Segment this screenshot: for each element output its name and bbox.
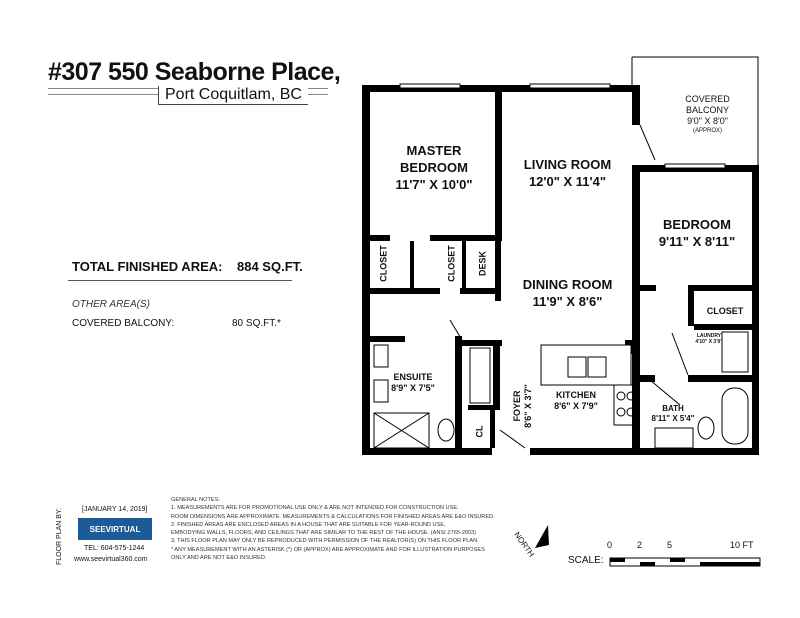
phone-number: TEL: 604-575-1244 — [84, 545, 145, 552]
other-area-label: COVERED BALCONY: — [72, 318, 175, 329]
scale-label: SCALE: — [568, 555, 604, 566]
room-name: MASTER — [406, 143, 462, 158]
scale-bar — [609, 557, 761, 567]
fixtures — [373, 56, 759, 449]
closet-label: CLOSET — [378, 245, 389, 282]
room-dims: 4'10" X 3'9" — [695, 339, 723, 345]
room-name: KITCHEN — [556, 390, 596, 400]
room-name: BEDROOM — [663, 217, 731, 232]
desk-label: DESK — [477, 251, 488, 277]
room-dims: 9'11" X 8'11" — [658, 234, 736, 249]
note-line: ROOM DIMENSIONS ARE APPROXIMATE. MEASURE… — [171, 513, 495, 520]
seevirtual-logo: SEEVIRTUAL — [78, 518, 152, 540]
room-name: LIVING ROOM — [523, 157, 612, 172]
closet-label: CLOSET — [446, 245, 457, 282]
note-line: 2. FINISHED AREAS ARE ENCLOSED AREAS IN … — [171, 521, 446, 528]
note-line: GENERAL NOTES: — [171, 497, 220, 503]
note-line: 1. MEASUREMENTS ARE FOR PROMOTIONAL USE … — [171, 505, 459, 512]
room-note: (APPROX) — [692, 128, 722, 134]
room-laundry: LAUNDRY 4'10" X 3'9" — [694, 333, 724, 345]
room-name: BATH — [662, 404, 684, 413]
website: www.seevirtual360.com — [74, 556, 148, 563]
room-dining: DINING ROOM 11'9" X 8'6" — [505, 276, 630, 310]
room-name: FOYER — [512, 390, 522, 422]
other-area-value: 80 SQ.FT.* — [232, 318, 281, 329]
room-name: BALCONY — [685, 105, 729, 115]
room-name: ENSUITE — [393, 372, 433, 382]
room-dims: 11'7" X 10'0" — [395, 177, 473, 192]
room-dims: 8'6" X 7'9" — [554, 401, 598, 411]
scale-tick: 5 — [667, 540, 673, 550]
room-name: DINING ROOM — [522, 277, 613, 292]
note-line: 3. THIS FLOOR PLAN MAY ONLY BE REPRODUCE… — [171, 538, 479, 545]
closet-label: CLOSET — [706, 306, 744, 316]
plan-date: [JANUARY 14, 2019] — [82, 506, 148, 513]
room-dims: 8'6" X 3'7" — [523, 384, 533, 428]
divider — [68, 280, 292, 281]
total-area-value: 884 SQ.FT. — [237, 259, 303, 274]
room-kitchen: KITCHEN 8'6" X 7'9" — [540, 390, 612, 412]
room-foyer: FOYER 8'6" X 3'7" — [512, 371, 534, 441]
room-ensuite: ENSUITE 8'9" X 7'5" — [372, 372, 454, 394]
scale-tick: 2 — [637, 540, 643, 550]
room-name: LAUNDRY — [696, 333, 722, 339]
room-dims: 11'9" X 8'6" — [532, 294, 603, 309]
room-name: BEDROOM — [400, 160, 468, 175]
room-master-bedroom: MASTER BEDROOM 11'7" X 10'0" — [380, 142, 488, 193]
floor-plan-by-label: FLOOR PLAN BY: — [56, 507, 63, 565]
room-dims: 8'9" X 7'5" — [391, 383, 435, 393]
other-areas-heading: OTHER AREA(S) — [72, 299, 150, 310]
scale-tick: 0 — [607, 540, 613, 550]
page-title: #307 550 Seaborne Place, — [48, 58, 341, 86]
general-notes: GENERAL NOTES: 1. MEASUREMENTS ARE FOR P… — [171, 496, 495, 562]
room-dims: 8'11" X 5'4" — [651, 414, 695, 423]
room-dims: 12'0" X 11'4" — [528, 174, 607, 189]
page-subtitle: Port Coquitlam, BC — [158, 86, 308, 105]
note-line: EMBODYING WALLS, FLOORS, AND CEILINGS TH… — [171, 530, 477, 537]
closet-label: CL — [474, 425, 485, 438]
room-living: LIVING ROOM 12'0" X 11'4" — [505, 156, 630, 190]
room-balcony: COVERED BALCONY 9'0" X 8'0" (APPROX) — [665, 94, 750, 135]
room-bath: BATH 8'11" X 5'4" — [643, 404, 703, 424]
note-line: ONLY AND ARE NOT E&O INSURED. — [171, 555, 267, 562]
north-arrow-icon — [535, 525, 549, 548]
room-name: COVERED — [685, 94, 730, 104]
total-area-label: TOTAL FINISHED AREA: — [72, 259, 223, 274]
room-bedroom: BEDROOM 9'11" X 8'11" — [642, 216, 752, 250]
room-dims: 9'0" X 8'0" — [687, 116, 728, 126]
scale-tick: 10 FT — [730, 540, 754, 550]
note-line: * ANY MEASUREMENT WITH AN ASTERISK (*) O… — [171, 546, 485, 553]
